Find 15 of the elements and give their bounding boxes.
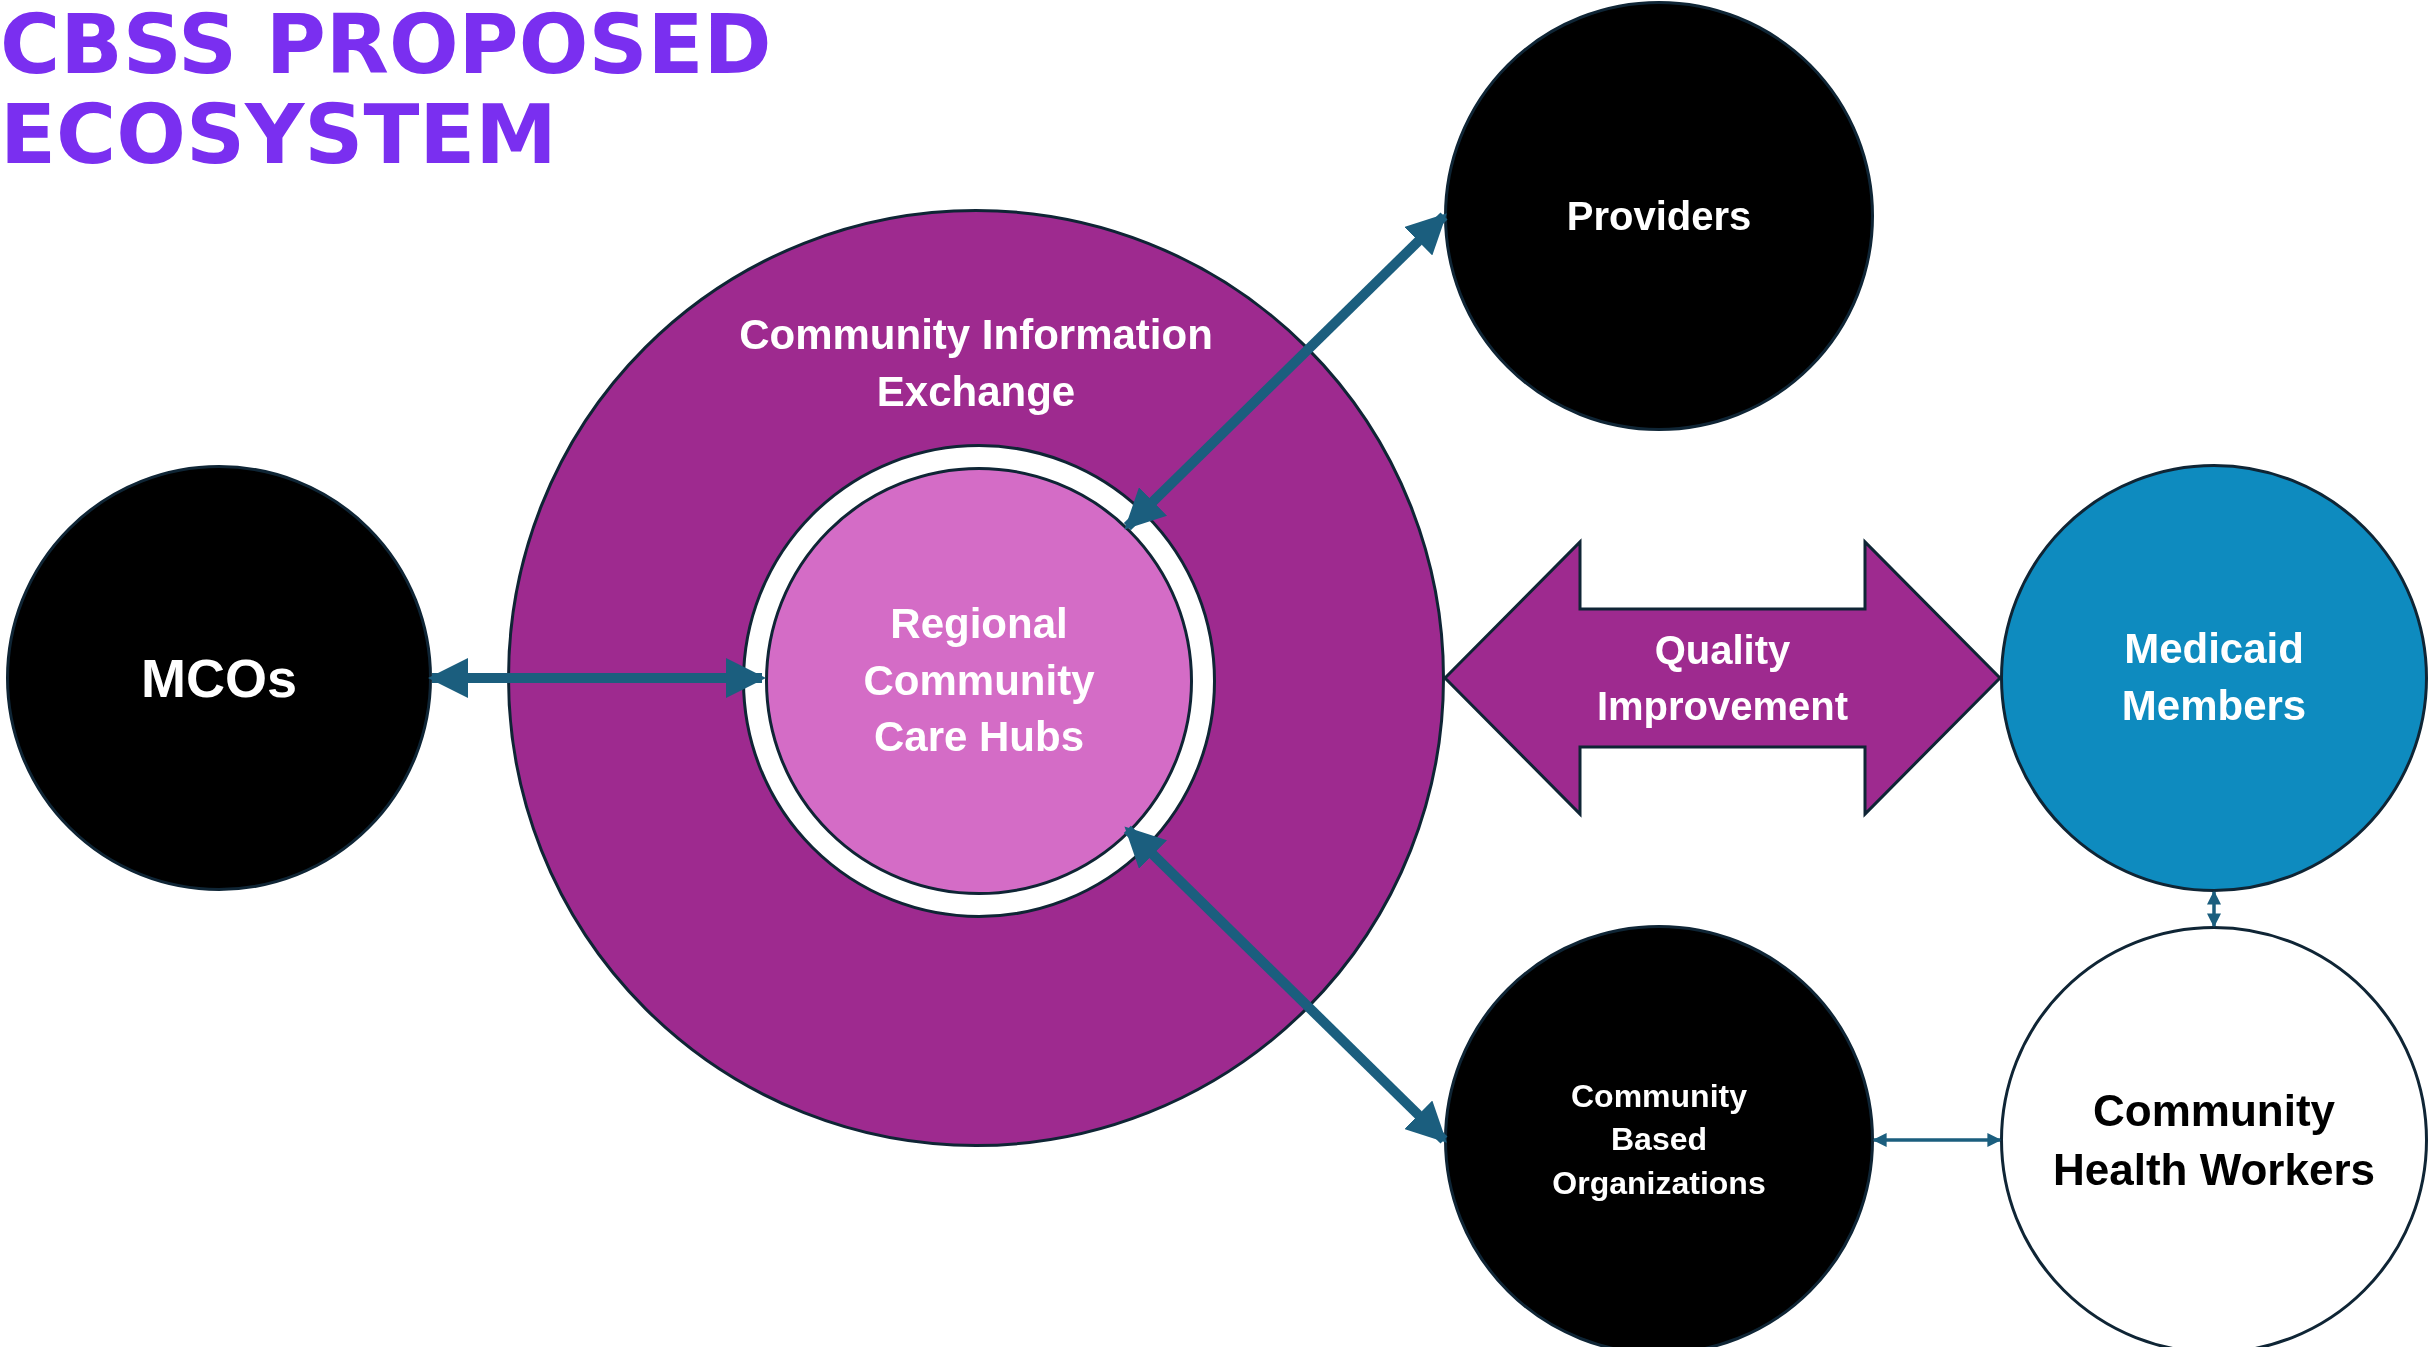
node-label: Community Information Exchange (738, 310, 1214, 417)
node-label: Community Based Organizations (1551, 1077, 1767, 1203)
edge-label: Quality Improvement (1595, 627, 1850, 730)
double-arrow (1123, 212, 1448, 531)
title: CBSS PROPOSED ECOSYSTEM (0, 0, 773, 181)
node-label: Providers (1565, 193, 1753, 240)
node-label: MCOs (140, 646, 298, 710)
double-arrow (2207, 890, 2221, 928)
double-arrow (1123, 825, 1448, 1144)
double-arrow (428, 658, 766, 698)
double-arrow (1872, 1133, 2002, 1147)
node-label: Medicaid Members (2120, 624, 2308, 731)
node-label: Regional Community Care Hubs (862, 598, 1096, 763)
double-block-arrow (1442, 538, 2003, 818)
node-label: Community Health Workers (2052, 1084, 2376, 1196)
